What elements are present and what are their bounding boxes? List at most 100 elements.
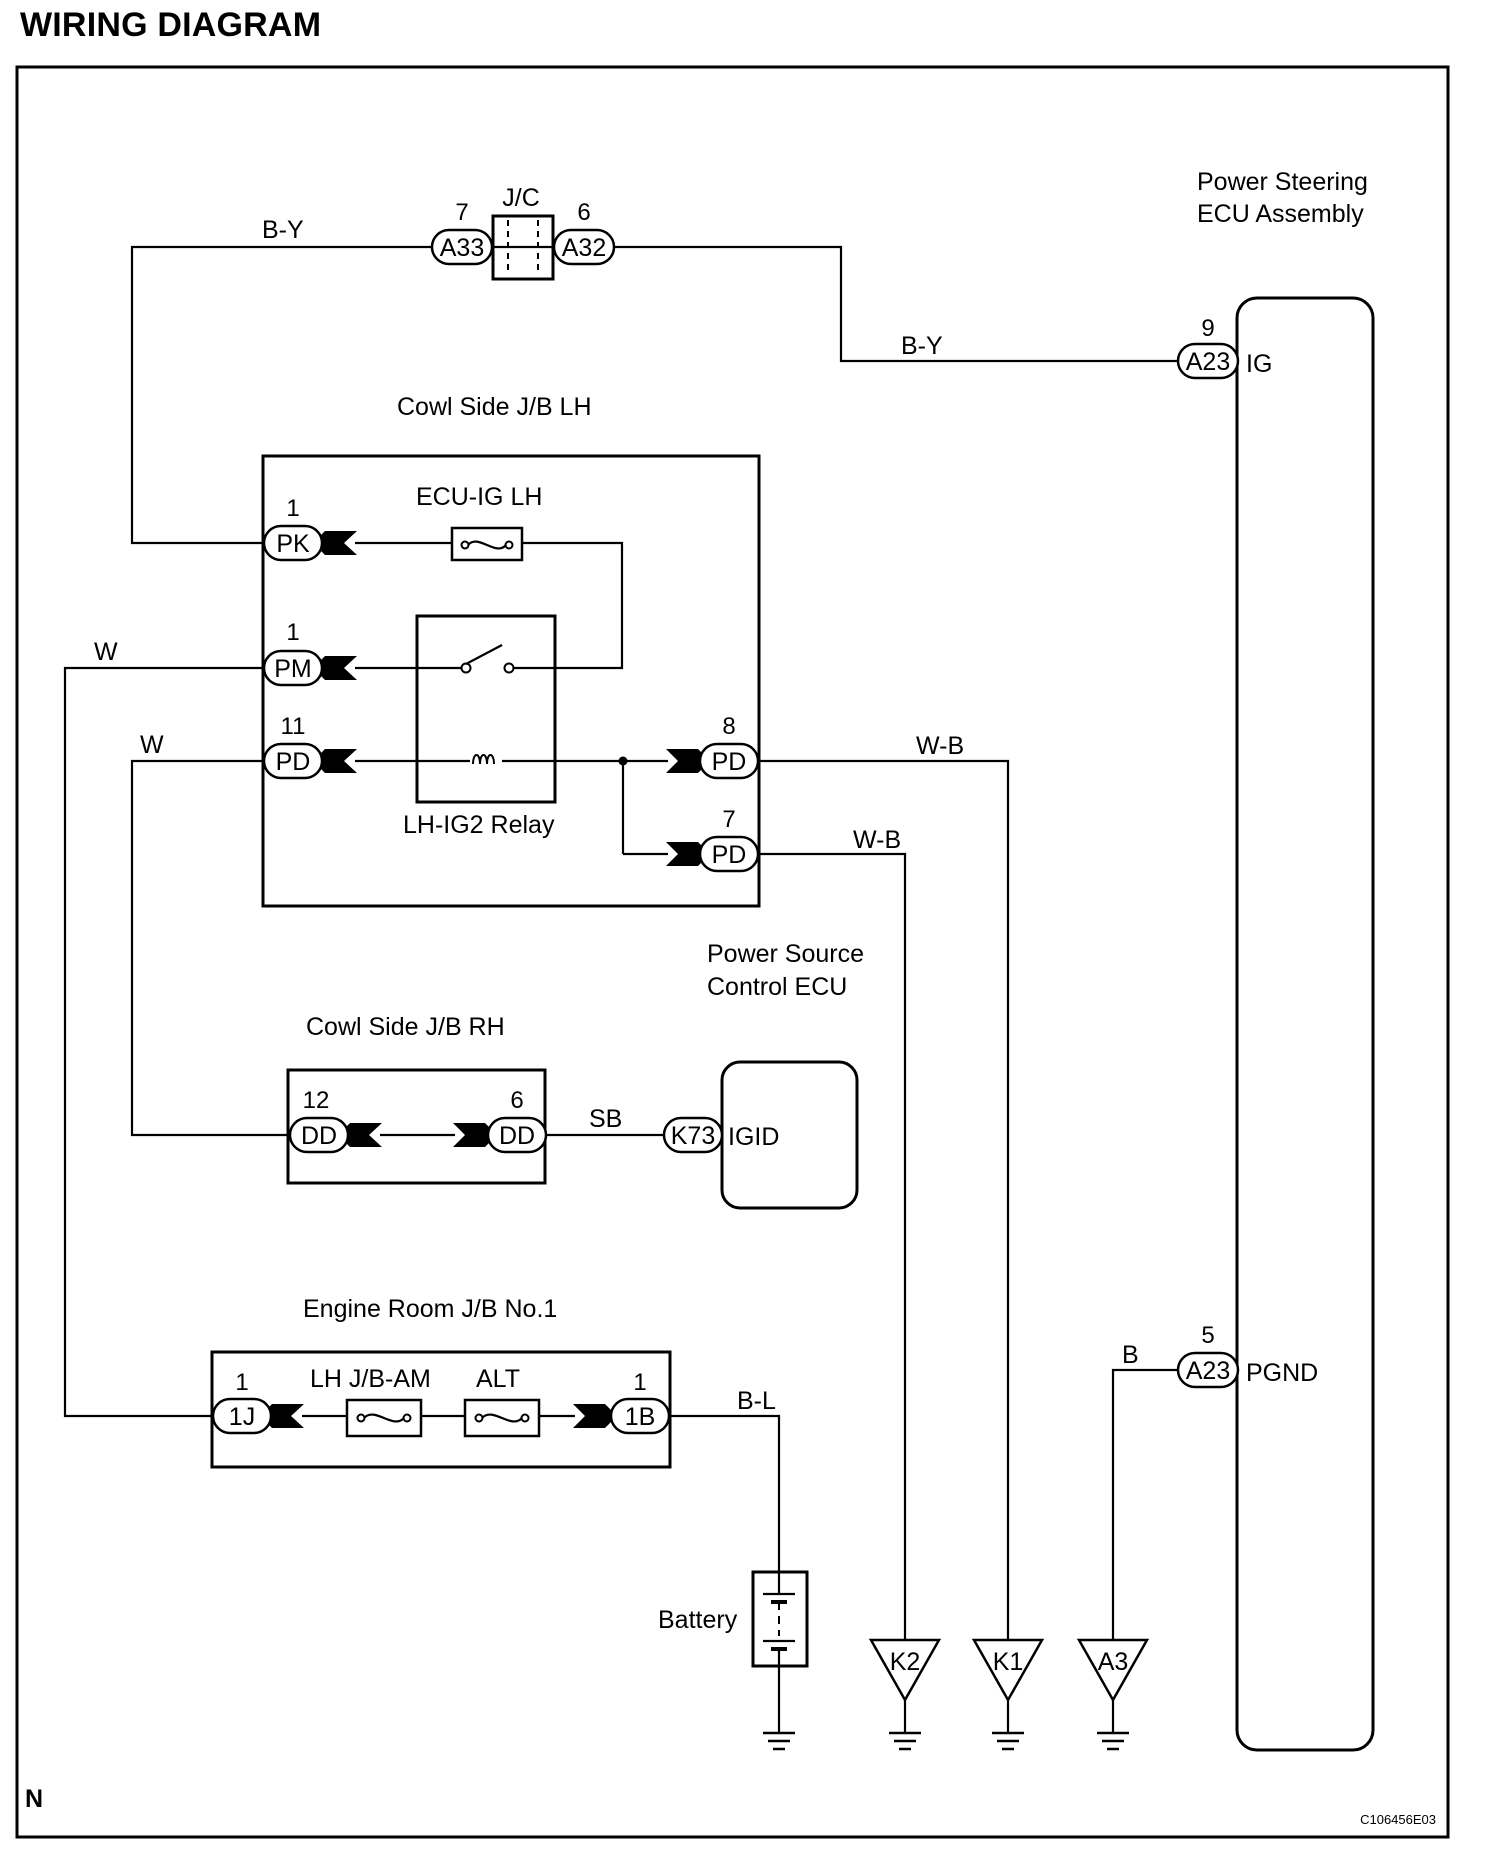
wire-b	[1111, 1368, 1178, 1640]
diagram-frame	[15, 65, 1450, 1839]
wire-color-label: W-B	[916, 732, 964, 760]
connector-dd-6: DD 6	[486, 1087, 548, 1154]
chevron-left-icon	[313, 749, 357, 773]
wire-wb-7	[758, 852, 907, 1640]
connector-code: PD	[276, 748, 311, 776]
junction-dot	[618, 756, 628, 766]
chevron-left-icon	[313, 656, 357, 680]
wire-color-label: B	[1122, 1341, 1139, 1369]
chevron-right-icon	[453, 1123, 497, 1147]
pin-number: 5	[1201, 1322, 1214, 1349]
wires	[63, 245, 1178, 1733]
connector-code: A33	[440, 234, 484, 262]
connector-code: PM	[274, 655, 312, 683]
pin-number: 7	[455, 199, 468, 226]
connector-pd-7: PD 7	[698, 806, 760, 873]
wire-color-label: W	[94, 638, 118, 666]
connector-code: DD	[499, 1122, 535, 1150]
fuse-ecu-ig-label: ECU-IG LH	[416, 483, 542, 511]
connector-code: A23	[1186, 348, 1230, 376]
fuse-alt-label: ALT	[476, 1365, 520, 1393]
relay-label: LH-IG2 Relay	[403, 811, 555, 839]
pin-pgnd-label: PGND	[1246, 1359, 1318, 1387]
wire-color-label: W	[140, 731, 164, 759]
relay-switch	[460, 644, 515, 674]
wire-by-left	[130, 245, 432, 545]
connector-k73: K73	[662, 1116, 724, 1154]
connector-code: DD	[301, 1122, 337, 1150]
ground-k2-label: K2	[890, 1648, 921, 1676]
wire-w-pd	[130, 759, 290, 1137]
connector-dd-12: DD 12	[288, 1087, 350, 1154]
connector-code: PD	[712, 841, 747, 869]
cowl-lh-label: Cowl Side J/B LH	[397, 393, 592, 421]
corner-letter: N	[25, 1785, 43, 1813]
connector-a32: A32 6	[552, 199, 616, 266]
wire-color-label: B-Y	[901, 332, 943, 360]
chevron-right-icon	[573, 1404, 617, 1428]
battery-label: Battery	[658, 1606, 738, 1634]
connector-pm: PM 1	[262, 619, 324, 687]
pin-number: 1	[286, 495, 299, 522]
engine-room-box	[210, 1350, 672, 1469]
wire-color-label: W-B	[853, 826, 901, 854]
pin-ig-label: IG	[1246, 350, 1272, 378]
power-steering-ecu-label: Power Steering	[1197, 168, 1368, 196]
wire-w-pm	[63, 666, 272, 1418]
ground-k2-icon	[868, 1638, 942, 1751]
fuse-ecu-ig-lh	[450, 526, 524, 562]
wire-by-right	[614, 245, 1178, 363]
cowl-lh-box	[261, 454, 761, 908]
jc-label: J/C	[502, 184, 540, 212]
relay-box	[415, 614, 557, 804]
ground-battery-icon	[763, 1731, 795, 1751]
connector-code: PK	[276, 530, 310, 558]
pin-number: 12	[303, 1087, 330, 1114]
connector-pk: PK 1	[262, 495, 324, 562]
pin-igid-label: IGID	[728, 1123, 779, 1151]
cowl-rh-label: Cowl Side J/B RH	[306, 1013, 505, 1041]
power-source-ecu-label: Power Source	[707, 940, 864, 968]
connector-1j: 1J 1	[211, 1369, 273, 1435]
fuse-alt	[463, 1398, 541, 1438]
wire-internal	[512, 541, 624, 670]
jc-box	[491, 214, 555, 281]
pin-number: 7	[722, 806, 735, 833]
connector-code: K73	[671, 1122, 715, 1150]
connector-code: A23	[1186, 1357, 1230, 1385]
wire-color-label: B-Y	[262, 216, 304, 244]
wire-wb-8	[758, 759, 1010, 1640]
connector-a23-ig: A23 9	[1176, 315, 1240, 380]
pin-number: 8	[722, 713, 735, 740]
pin-number: 1	[633, 1369, 646, 1396]
engine-room-label: Engine Room J/B No.1	[303, 1295, 557, 1323]
pin-number: 11	[281, 713, 306, 740]
power-steering-ecu-box	[1235, 296, 1375, 1752]
pin-number: 6	[510, 1087, 523, 1114]
connector-pd-8: PD 8	[698, 713, 760, 780]
chevron-right-icon	[666, 842, 710, 866]
figure-code: C106456E03	[1360, 1812, 1436, 1827]
connector-a33: A33 7	[430, 199, 494, 266]
fuse-lhjb-label: LH J/B-AM	[310, 1365, 431, 1393]
ground-k1-icon	[971, 1638, 1045, 1751]
fuse-lhjb-am	[345, 1398, 423, 1438]
connector-pd-11: PD 11	[262, 713, 324, 780]
power-source-ecu-label: Control ECU	[707, 973, 847, 1001]
connector-arrows	[260, 531, 710, 1428]
chevron-right-icon	[666, 749, 710, 773]
pin-number: 9	[1201, 315, 1214, 342]
battery-symbol	[751, 1570, 809, 1668]
chevron-left-icon	[338, 1123, 382, 1147]
connector-code: 1B	[625, 1403, 656, 1431]
ground-a3-icon	[1076, 1638, 1150, 1751]
ground-k1-label: K1	[993, 1648, 1024, 1676]
pin-number: 6	[577, 199, 590, 226]
ground-a3-label: A3	[1098, 1648, 1129, 1676]
connector-a23-pgnd: A23 5	[1176, 1322, 1240, 1389]
wire-color-label: B-L	[737, 1387, 776, 1415]
chevron-left-icon	[313, 531, 357, 555]
power-steering-ecu-label: ECU Assembly	[1197, 200, 1364, 228]
relay-coil	[470, 750, 502, 766]
